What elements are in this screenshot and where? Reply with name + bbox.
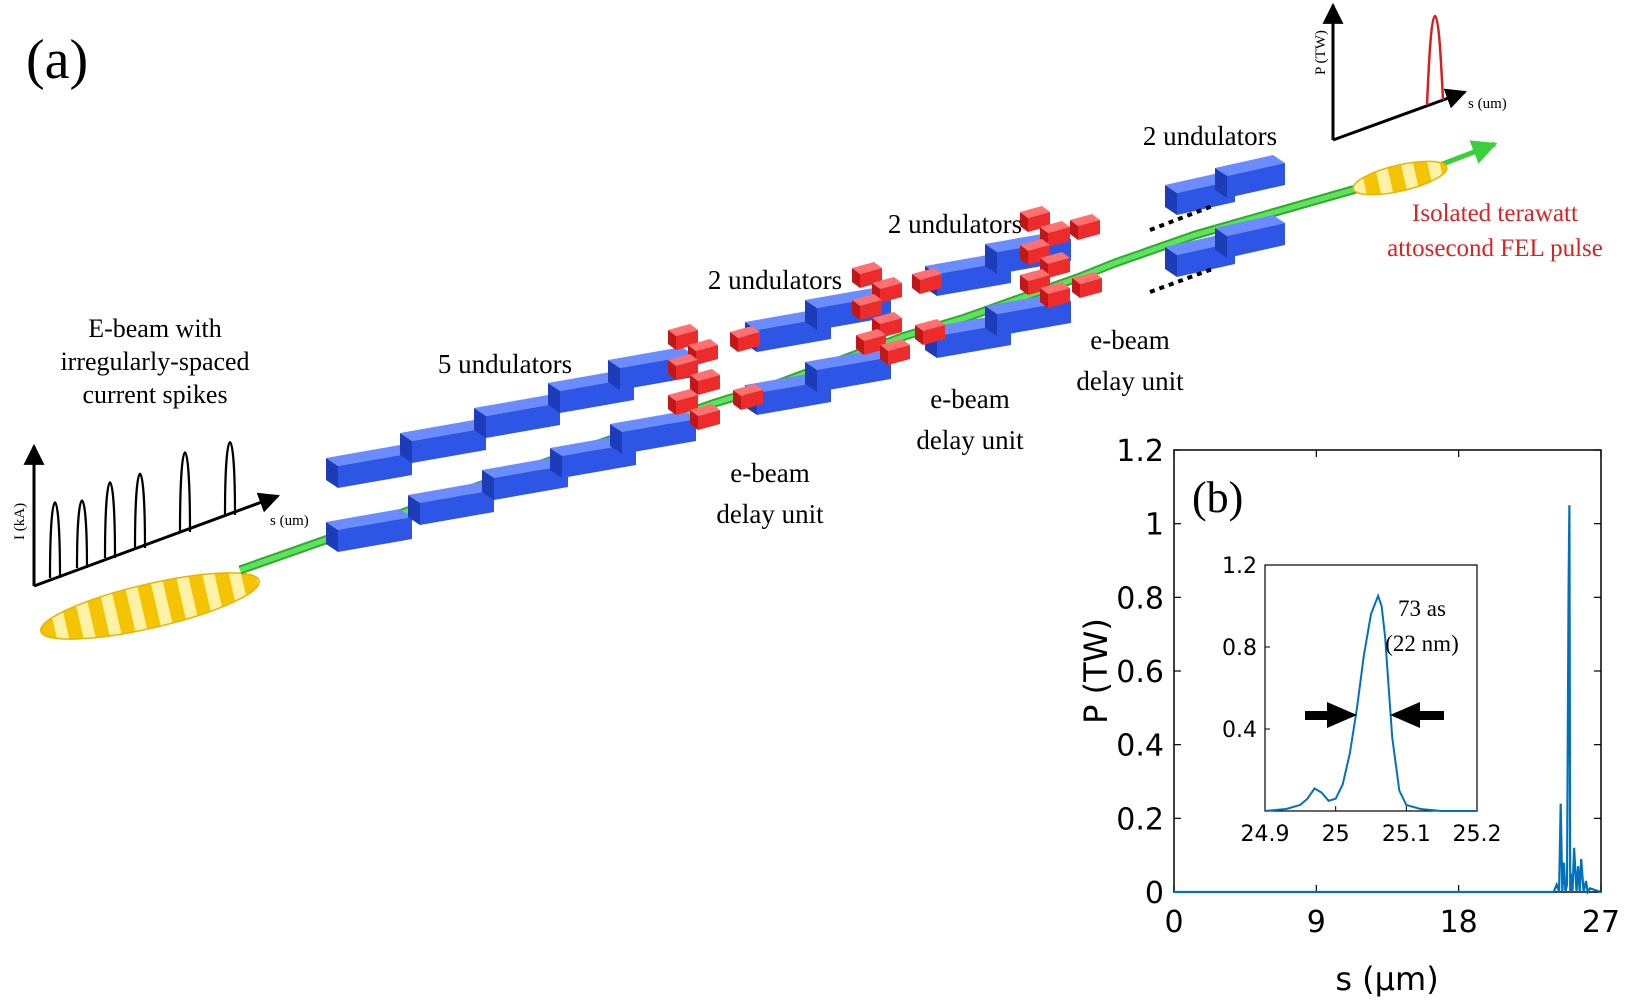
power-chart-series-line	[1174, 505, 1602, 896]
power-chart-axes: 0 9 18 27 0 0.2 0.4 0.6 0.8 1 1.2	[1116, 434, 1620, 940]
current-profile-inset: I (kA) s (um)	[12, 441, 309, 588]
panel-a-label: (a)	[26, 29, 88, 91]
delay-magnet-3-5	[1020, 269, 1050, 295]
x-tick-label-0: 0	[1164, 905, 1183, 940]
delay-unit-label-2b: delay unit	[916, 425, 1024, 455]
delay-unit-label-1a: e-beam	[730, 458, 809, 488]
power-chart-xlabel: s (μm)	[1335, 960, 1438, 998]
current-spikes	[48, 441, 237, 579]
delay-magnet-2-6	[880, 339, 910, 365]
output-label-line-1: Isolated terawatt	[1412, 200, 1578, 227]
section-label-2: 2 undulators	[708, 265, 842, 295]
inset-chart-axes: 24.9 25 25.1 25.2 0.4 0.8 1.2	[1222, 554, 1501, 847]
delay-magnet-1-6	[690, 404, 720, 430]
inset-x-tick-label-0: 24.9	[1241, 822, 1290, 847]
section-label-3: 2 undulators	[888, 209, 1022, 239]
y-tick-label-1: 0.2	[1116, 802, 1164, 837]
ebeam-label-line-1: E-beam with	[88, 314, 222, 343]
delay-magnet-1-8	[733, 384, 763, 410]
y-tick-label-0: 0	[1145, 876, 1164, 911]
current-spike-4	[133, 472, 147, 549]
undulator-lower-s4-2	[1215, 215, 1285, 258]
power-axis-xlabel: s (um)	[1468, 96, 1507, 112]
undulator-lower-s1-2	[408, 482, 494, 525]
fwhm-arrow-left	[1305, 702, 1357, 728]
delay-unit-label-1b: delay unit	[716, 499, 824, 529]
y-tick-label-2: 0.4	[1116, 729, 1164, 764]
undulator-upper-s1-2	[400, 420, 486, 463]
delay-unit-label-3a: e-beam	[1090, 325, 1169, 355]
delay-magnet-1-5	[668, 389, 698, 415]
power-chart: 0 9 18 27 0 0.2 0.4 0.6 0.8 1 1.2 (b) s (μm) P (TW…	[1077, 434, 1620, 998]
ebeam-label-line-2: irregularly-spaced	[60, 347, 249, 376]
panel-b-label: (b)	[1192, 473, 1243, 522]
delay-magnet-3-3	[1020, 239, 1050, 265]
x-tick-label-3: 27	[1582, 905, 1620, 940]
inset-chart-series-line	[1264, 592, 1477, 812]
inset-x-tick-label-3: 25.2	[1453, 822, 1502, 847]
delay-unit-label-2a: e-beam	[930, 384, 1009, 414]
y-tick-label-4: 0.8	[1116, 581, 1164, 616]
undulator-lower-s1-1	[326, 509, 412, 552]
current-spike-2	[75, 499, 89, 569]
electron-bunch-input	[40, 572, 260, 640]
delay-magnets	[668, 206, 1102, 430]
x-tick-label-1: 9	[1307, 905, 1326, 940]
inset-chart-frame	[1264, 564, 1478, 812]
delay-magnet-3-8	[1072, 272, 1102, 298]
power-profile-inset: P (TW) s (um)	[1313, 2, 1507, 142]
delay-unit-label-3b: delay unit	[1076, 366, 1184, 396]
current-axis-ylabel: I (kA)	[12, 503, 28, 540]
ebeam-label-line-3: current spikes	[82, 380, 227, 409]
current-spike-5	[178, 451, 192, 533]
dotted-connector-lower	[1149, 266, 1216, 294]
power-pulse	[1425, 14, 1445, 106]
delay-magnet-2-7	[912, 268, 942, 294]
fwhm-arrow-right	[1390, 702, 1444, 728]
delay-magnet-3-6	[1040, 282, 1070, 308]
delay-magnet-1-4	[690, 369, 720, 395]
electron-bunch-output	[1352, 160, 1448, 196]
x-tick-label-2: 18	[1440, 905, 1478, 940]
current-spike-3	[103, 481, 117, 559]
section-label-1: 5 undulators	[438, 349, 572, 379]
undulator-upper-s1-3	[474, 395, 560, 438]
undulator-upper-s1-1	[326, 445, 412, 488]
inset-y-tick-label-0: 0.4	[1222, 718, 1257, 743]
current-axis-xlabel: s (um)	[270, 513, 309, 529]
y-tick-label-5: 1	[1145, 508, 1164, 543]
power-chart-ylabel: P (TW)	[1077, 618, 1115, 724]
dotted-connector-upper	[1149, 203, 1216, 232]
current-spike-6	[223, 441, 237, 516]
undulator-lower-s1-5	[610, 411, 696, 454]
y-tick-label-3: 0.6	[1116, 655, 1164, 690]
current-spike-1	[48, 501, 62, 579]
section-label-4: 2 undulators	[1143, 121, 1277, 151]
inset-x-tick-label-1: 25	[1322, 822, 1350, 847]
delay-magnet-3-7	[1070, 214, 1100, 240]
inset-y-tick-label-2: 1.2	[1222, 554, 1257, 579]
inset-x-tick-label-2: 25.1	[1382, 822, 1431, 847]
inset-annotation-line-2: (22 nm)	[1385, 631, 1458, 656]
delay-magnet-2-8	[915, 319, 945, 345]
inset-annotation-line-1: 73 as	[1398, 596, 1446, 621]
power-axis-ylabel: P (TW)	[1313, 30, 1329, 75]
undulator-lower-s1-3	[482, 457, 568, 500]
y-tick-label-6: 1.2	[1116, 434, 1164, 469]
inset-y-tick-label-1: 0.8	[1222, 636, 1257, 661]
output-label-line-2: attosecond FEL pulse	[1387, 235, 1603, 262]
undulator-lower-s2-2	[805, 349, 891, 392]
undulator-upper-s4-2	[1215, 155, 1285, 198]
output-beam-arrow	[1439, 140, 1498, 168]
delay-magnet-1-7	[730, 326, 760, 352]
delay-magnet-2-3	[852, 294, 882, 320]
